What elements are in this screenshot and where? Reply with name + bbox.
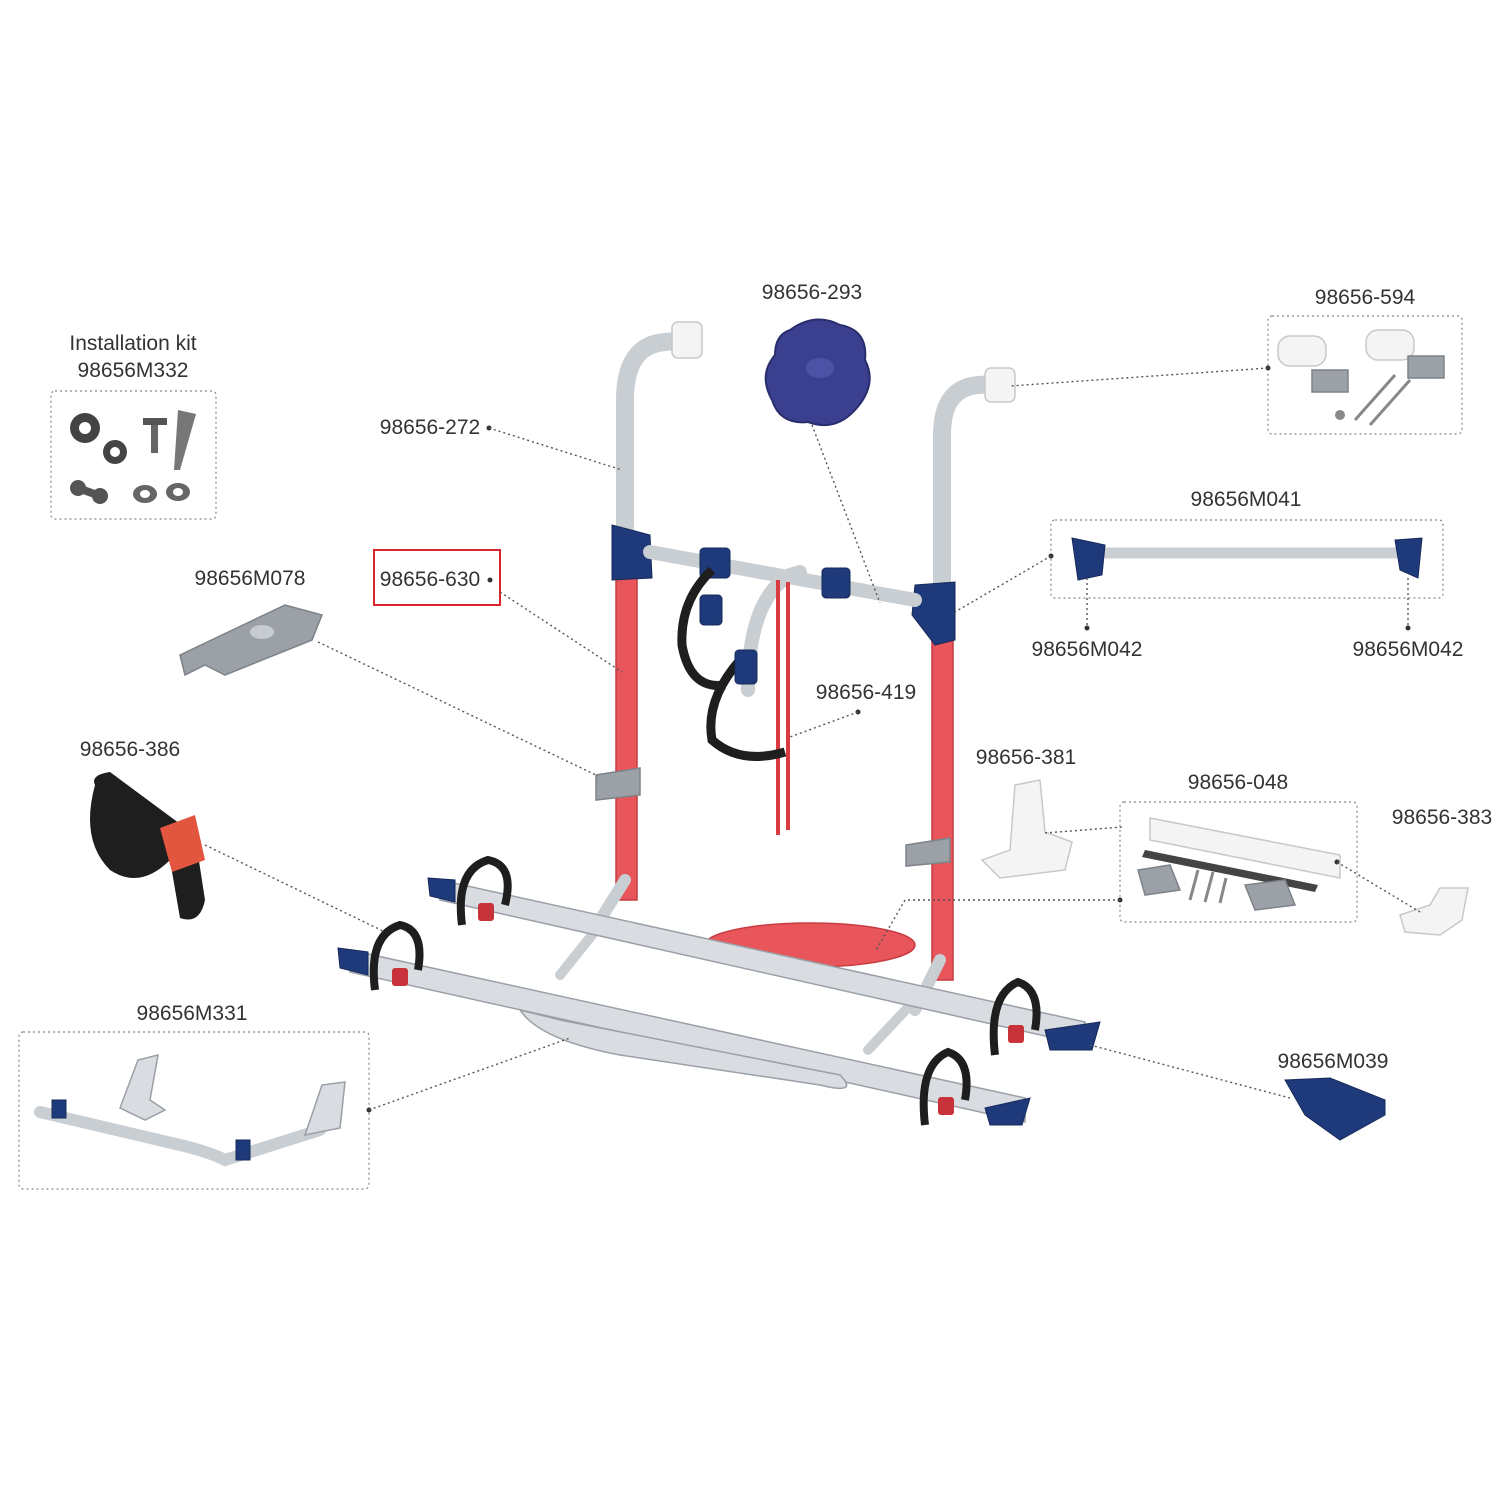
box-98656-594 [1267, 315, 1463, 435]
part-98656-419: 98656-419 [789, 681, 916, 738]
part-98656-048: 98656-048 [874, 771, 1358, 953]
mount-plate-2 [1407, 355, 1445, 379]
upright-bracket-left [595, 767, 641, 801]
wheel-strap-rear-right [989, 977, 1041, 1056]
top-wall-pad-right [984, 367, 1016, 403]
white-rail-plate [1149, 817, 1341, 879]
plate-right [1243, 879, 1297, 911]
wheel-strap-front-right [919, 1047, 971, 1126]
part-98656M331: 98656M331 [18, 1002, 571, 1190]
lower-leg-left [594, 874, 631, 926]
installation-kit: Installation kit 98656M332 [50, 332, 217, 520]
box-98656M041 [1050, 519, 1444, 599]
label-98656-293: 98656-293 [762, 281, 862, 304]
fold-arm-right [303, 1081, 346, 1136]
grey-bracket [179, 604, 324, 677]
end-cap-left [1071, 537, 1106, 581]
left-corner-joint [611, 524, 653, 581]
strap-buckle-rail-2 [392, 968, 408, 986]
wall-pad-1 [1277, 335, 1327, 367]
rear-rail-end-cap [1044, 1021, 1101, 1051]
strap-buckle-rail-1 [478, 903, 494, 921]
nut-icon [133, 483, 190, 503]
label-98656M078: 98656M078 [195, 567, 306, 590]
front-rail-end-cap [984, 1097, 1031, 1126]
left-red-upright [615, 559, 638, 901]
wheel-strap-rear-left [456, 855, 512, 926]
wall-pad-2 [1365, 329, 1415, 361]
right-red-upright [931, 604, 954, 981]
gear-icon [70, 413, 127, 464]
part-98656-293: 98656-293 [762, 281, 881, 604]
white-bracket-383 [1399, 887, 1469, 936]
part-98656M039: 98656M039 [1089, 1044, 1389, 1141]
part-98656-381: 98656-381 [976, 746, 1123, 879]
installation-kit-title: Installation kit [69, 332, 196, 355]
left-upper-arm [616, 331, 697, 554]
label-98656M331: 98656M331 [137, 1002, 248, 1025]
rail-bottom-bar [518, 1008, 848, 1090]
box-98656-048 [1119, 801, 1358, 923]
label-98656M041: 98656M041 [1191, 488, 1302, 511]
mount-plate-1 [1311, 369, 1349, 393]
box-98656M331 [18, 1031, 370, 1190]
upright-bracket-right [905, 837, 951, 867]
label-98656-594: 98656-594 [1315, 286, 1416, 309]
chain-link-icon [70, 480, 108, 504]
label-98656-630: 98656-630 [380, 568, 480, 591]
strap-buckle-rail-4 [938, 1097, 954, 1115]
white-bracket-381 [980, 779, 1073, 879]
part-98656-386: 98656-386 [80, 738, 386, 933]
black-arm-strap-lower [706, 657, 787, 761]
part-98656M078: 98656M078 [179, 567, 599, 777]
navy-end-cap-part [1284, 1077, 1386, 1141]
label-98656M039: 98656M039 [1278, 1050, 1389, 1073]
strap-buckle-lower [734, 649, 758, 685]
right-upper-arm [933, 375, 1009, 599]
front-rail-front-cap [337, 947, 369, 976]
rail-cross-brace-right [863, 995, 920, 1055]
right-corner-joint [911, 581, 956, 646]
part-98656-383: 98656-383 [1334, 806, 1492, 936]
label-98656-386: 98656-386 [80, 738, 180, 761]
screw-icon [143, 410, 196, 470]
part-98656M041: 98656M041 98656M042 98656M042 [954, 488, 1464, 661]
strap-buckle-red [160, 815, 205, 872]
label-98656M042-left: 98656M042 [1032, 638, 1143, 661]
top-wall-pad-left [671, 321, 703, 359]
label-98656-419: 98656-419 [816, 681, 916, 704]
black-wheel-strap [90, 772, 205, 920]
label-98656-272: 98656-272 [380, 416, 480, 439]
bike-carrier-main-assembly [337, 321, 1101, 1126]
label-98656-048: 98656-048 [1188, 771, 1288, 794]
label-98656-381: 98656-381 [976, 746, 1076, 769]
bar-clamp-right [821, 567, 851, 599]
rear-rail-front-cap [427, 877, 456, 903]
installation-kit-box [50, 390, 217, 520]
black-arm-strap-upper [677, 566, 726, 690]
strap-buckle-rail-3 [1008, 1025, 1024, 1043]
end-cap-right [1394, 537, 1423, 579]
installation-kit-code: 98656M332 [78, 359, 189, 382]
plate-left [1137, 864, 1182, 896]
part-98656-272: 98656-272 [380, 416, 623, 471]
curved-bar-part [34, 1106, 326, 1167]
highlight-box-98656-630 [373, 549, 501, 606]
strap-buckle-upper [699, 594, 723, 626]
part-98656-594: 98656-594 [1009, 286, 1463, 435]
wheel-strap-front-left [369, 920, 424, 991]
fold-arm-left [119, 1053, 167, 1121]
label-98656-383: 98656-383 [1392, 806, 1492, 829]
red-strap [776, 580, 790, 835]
part-98656-630: 98656-630 [373, 549, 623, 673]
label-98656M042-right: 98656M042 [1353, 638, 1464, 661]
